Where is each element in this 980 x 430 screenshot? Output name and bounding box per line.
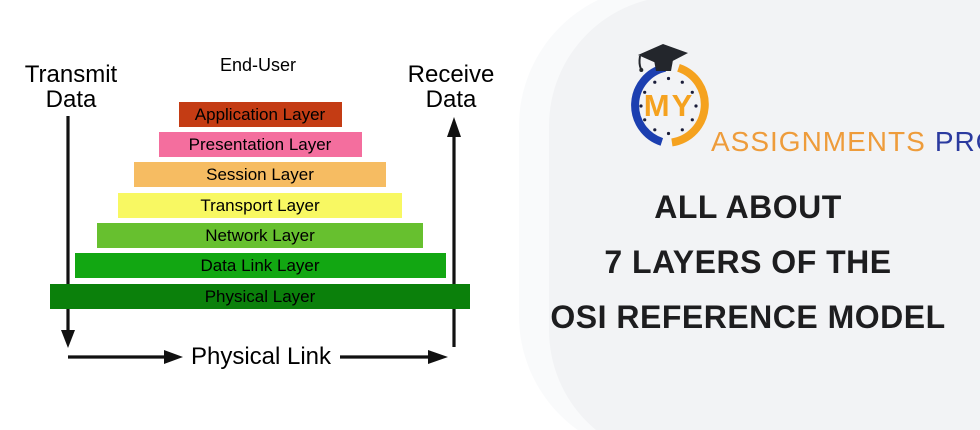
logo-assignments-text: ASSIGNMENTS [711,126,926,157]
physical-link-label: Physical Link [190,343,332,370]
panel-title: ALL ABOUT 7 LAYERS OF THE OSI REFERENCE … [533,180,963,345]
logo-pro-text: PRO [934,126,980,157]
clock-ring-icon [631,63,709,147]
physical-link-left-arrow [68,350,183,364]
physical-link-right-arrow [340,350,448,364]
layer-bar-physical: Physical Layer [50,284,470,309]
receive-up-arrow [447,117,461,347]
layer-bar-network: Network Layer [97,223,423,248]
transmit-label-line1: Transmit [24,61,118,88]
layer-bar-datalink: Data Link Layer [74,253,446,278]
right-panel [549,0,980,430]
layer-bar-application: Application Layer [178,102,342,127]
title-line-1: ALL ABOUT [654,189,842,225]
transmit-down-arrow [61,116,75,348]
arrow-lines [61,116,461,364]
logo-wordmark: ASSIGNMENTS PRO [711,126,980,158]
logo-my-text: MY [643,88,695,123]
layer-bar-presentation: Presentation Layer [158,132,362,157]
title-line-2: 7 LAYERS OF THE [604,244,892,280]
end-user-label: End-User [219,55,297,75]
title-line-3: OSI REFERENCE MODEL [550,299,946,335]
layer-bar-transport: Transport Layer [118,193,402,218]
clock-dots-icon [639,76,698,136]
receive-data-label: Receive Data [388,62,514,112]
receive-label-line2: Data [425,86,477,113]
logo-mark [631,44,709,147]
transmit-data-label: Transmit Data [8,62,134,112]
graduation-cap-icon [638,44,688,72]
osi-diagram: Transmit Data End-User Receive Data Appl… [8,55,514,370]
myassignmentspro-logo: MY ASSIGNMENTS PRO [625,38,980,158]
layer-bar-session: Session Layer [134,162,386,187]
transmit-label-line2: Data [45,86,97,113]
receive-label-line1: Receive [407,61,495,88]
